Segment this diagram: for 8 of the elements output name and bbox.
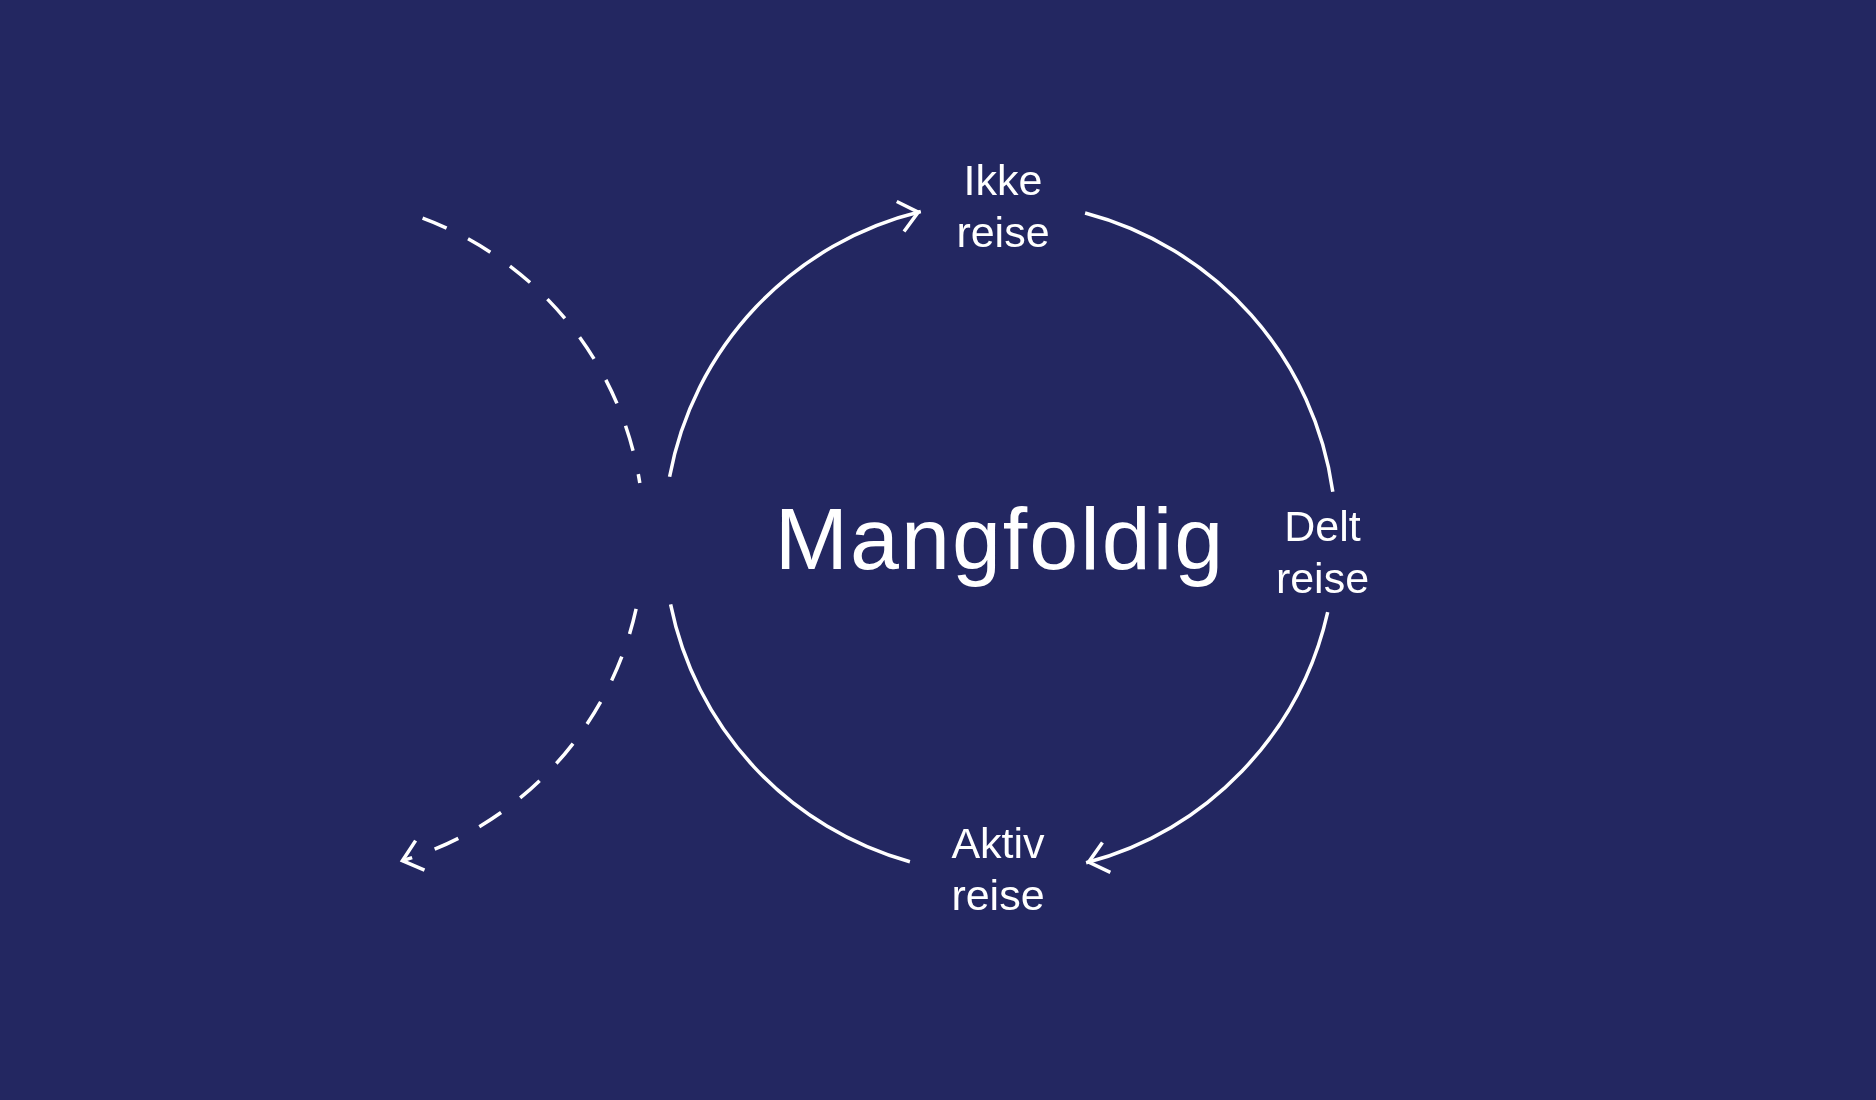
stage-label: Ikke reise: [956, 155, 1050, 258]
curved-arrow: [1085, 611, 1330, 873]
stage-label: Aktiv reise: [951, 818, 1045, 921]
curved-line: [1084, 211, 1335, 493]
stage-label: Delt reise: [1275, 501, 1370, 604]
curved-line: [668, 603, 911, 864]
center-title: Mangfoldig: [774, 490, 1226, 587]
curved-arrow: [667, 201, 922, 478]
